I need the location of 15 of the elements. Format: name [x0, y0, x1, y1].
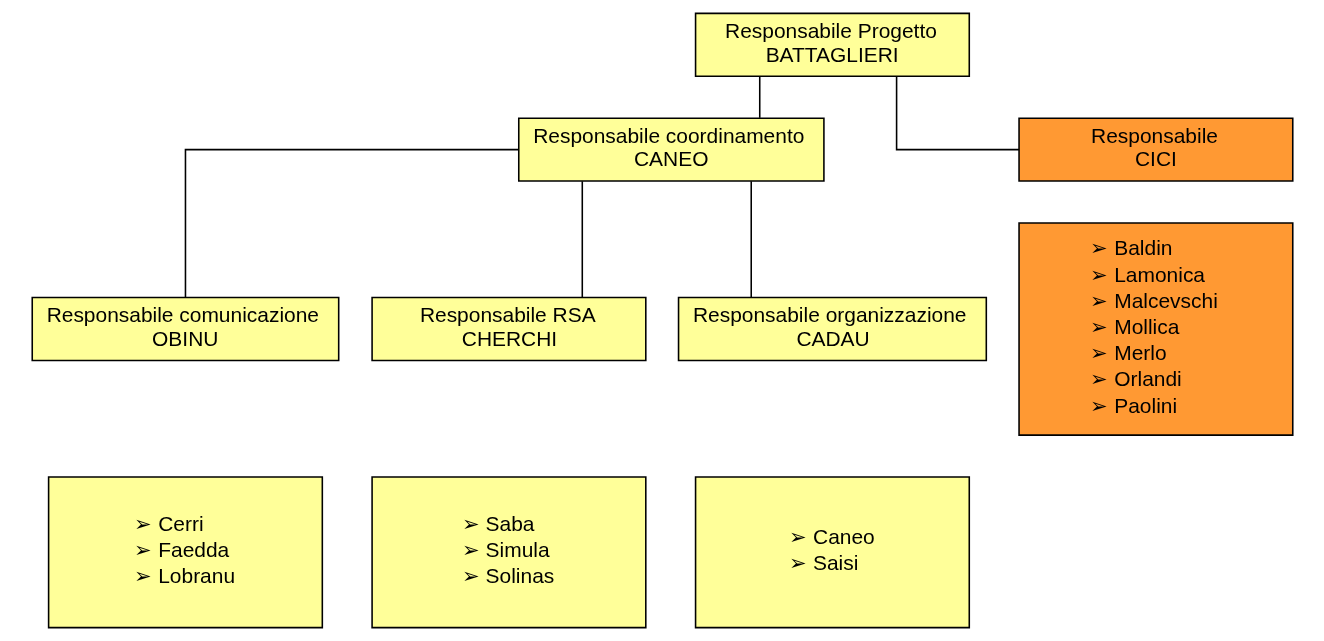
- node-box: Responsabile comunicazione OBINU: [30, 296, 339, 362]
- node-box: Responsabile organizzazione CADAU: [677, 296, 987, 362]
- connector: [184, 148, 519, 299]
- connector: [895, 75, 1020, 151]
- node-box: Responsabile Progetto BATTAGLIERI: [694, 12, 970, 78]
- connector: [758, 75, 761, 119]
- node-box: ➢ Caneo ➢ Saisi: [694, 476, 970, 629]
- connector: [749, 180, 752, 298]
- node-box: Responsabile RSA CHERCHI: [370, 296, 647, 362]
- node-box: Responsabile CICI: [1017, 117, 1294, 182]
- node-box: Responsabile coordinamento CANEO: [517, 117, 825, 182]
- connector: [581, 180, 583, 298]
- node-box: ➢ Baldin ➢ Lamonica ➢ Malcevschi ➢ Mollica ➢ Merlo ➢ Orlandi ➢ Paolini: [1017, 222, 1294, 436]
- node-box: ➢ Saba ➢ Simula ➢ Solinas: [370, 476, 647, 629]
- node-box: ➢ Cerri ➢ Faedda ➢ Lobranu: [47, 476, 323, 629]
